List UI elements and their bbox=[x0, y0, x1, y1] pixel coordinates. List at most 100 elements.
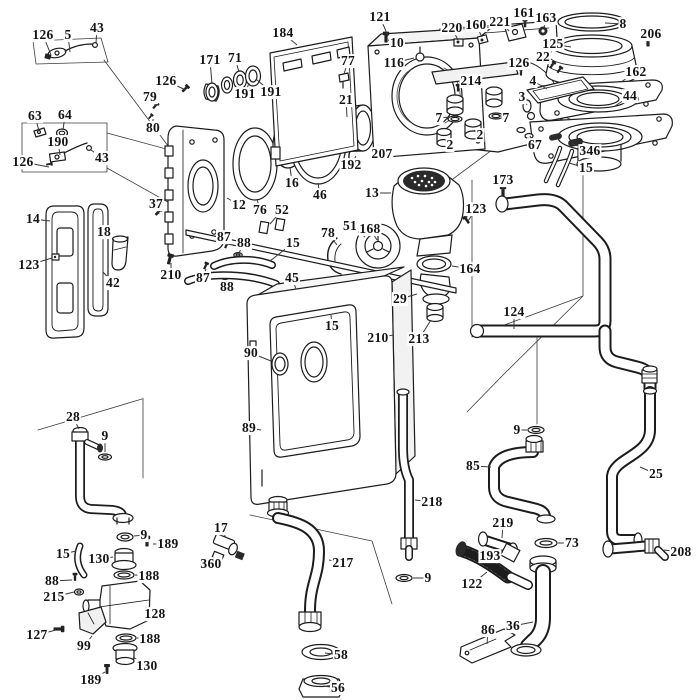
part-callout-15: 15 bbox=[323, 318, 341, 334]
part-callout-163: 163 bbox=[534, 10, 558, 26]
part-callout-126: 126 bbox=[154, 73, 178, 89]
part-callout-10: 10 bbox=[388, 35, 406, 51]
fan-blower bbox=[327, 167, 472, 340]
part-callout-171: 171 bbox=[198, 52, 222, 68]
part-callout-126: 126 bbox=[507, 55, 531, 71]
part-callout-213: 213 bbox=[407, 331, 431, 347]
part-callout-9: 9 bbox=[100, 428, 110, 444]
part-callout-71: 71 bbox=[226, 50, 244, 66]
part-callout-221: 221 bbox=[488, 14, 512, 30]
part-callout-15: 15 bbox=[577, 160, 595, 176]
part-callout-79: 79 bbox=[141, 89, 159, 105]
part-callout-188: 188 bbox=[137, 568, 161, 584]
part-callout-56: 56 bbox=[329, 680, 347, 696]
part-callout-122: 122 bbox=[460, 576, 484, 592]
part-callout-162: 162 bbox=[624, 64, 648, 80]
part-callout-346: 346 bbox=[578, 143, 602, 159]
part-callout-217: 217 bbox=[331, 555, 355, 571]
part-callout-90: 90 bbox=[242, 345, 260, 361]
part-callout-63: 63 bbox=[26, 108, 44, 124]
part-callout-52: 52 bbox=[273, 202, 291, 218]
part-callout-123: 123 bbox=[17, 257, 41, 273]
part-callout-37: 37 bbox=[147, 196, 165, 212]
part-callout-42: 42 bbox=[104, 275, 122, 291]
part-callout-15: 15 bbox=[54, 546, 72, 562]
access-door bbox=[45, 203, 129, 339]
part-callout-124: 124 bbox=[502, 304, 526, 320]
inlet-pipe-valve bbox=[52, 426, 151, 675]
part-callout-210: 210 bbox=[159, 267, 183, 283]
part-callout-99: 99 bbox=[75, 638, 93, 654]
part-callout-36: 36 bbox=[504, 618, 522, 634]
part-callout-3: 3 bbox=[517, 89, 527, 105]
mounting-plate bbox=[153, 125, 243, 281]
part-callout-192: 192 bbox=[339, 157, 363, 173]
part-callout-193: 193 bbox=[478, 548, 502, 564]
part-callout-25: 25 bbox=[647, 466, 665, 482]
part-callout-89: 89 bbox=[240, 420, 258, 436]
part-callout-210: 210 bbox=[366, 330, 390, 346]
part-callout-21: 21 bbox=[337, 92, 355, 108]
part-callout-44: 44 bbox=[621, 88, 639, 104]
part-callout-214: 214 bbox=[459, 73, 483, 89]
part-callout-126: 126 bbox=[11, 154, 35, 170]
part-callout-130: 130 bbox=[87, 551, 111, 567]
part-callout-191: 191 bbox=[233, 86, 257, 102]
part-callout-160: 160 bbox=[464, 17, 488, 33]
part-callout-9: 9 bbox=[423, 570, 433, 586]
part-callout-22: 22 bbox=[534, 49, 552, 65]
sensor-assembly bbox=[211, 533, 245, 562]
part-callout-191: 191 bbox=[259, 84, 283, 100]
part-callout-8: 8 bbox=[618, 16, 628, 32]
part-callout-67: 67 bbox=[526, 137, 544, 153]
side-plate bbox=[269, 36, 359, 167]
part-callout-4: 4 bbox=[528, 73, 538, 89]
part-callout-58: 58 bbox=[332, 647, 350, 663]
part-callout-2: 2 bbox=[445, 137, 455, 153]
part-callout-17: 17 bbox=[212, 520, 230, 536]
trap-pipe bbox=[488, 434, 556, 524]
flue-outlet-pipes bbox=[469, 193, 669, 561]
part-callout-208: 208 bbox=[669, 544, 693, 560]
part-callout-51: 51 bbox=[341, 218, 359, 234]
part-callout-220: 220 bbox=[440, 20, 464, 36]
part-callout-7: 7 bbox=[501, 110, 511, 126]
part-callout-77: 77 bbox=[339, 53, 357, 69]
drain-assembly bbox=[455, 531, 558, 664]
part-callout-127: 127 bbox=[25, 627, 49, 643]
part-callout-207: 207 bbox=[370, 146, 394, 162]
part-callout-121: 121 bbox=[368, 9, 392, 25]
part-callout-218: 218 bbox=[420, 494, 444, 510]
part-callout-161: 161 bbox=[512, 5, 536, 21]
part-callout-29: 29 bbox=[391, 291, 409, 307]
part-callout-43: 43 bbox=[88, 20, 106, 36]
part-callout-86: 86 bbox=[479, 622, 497, 638]
part-callout-9: 9 bbox=[139, 527, 149, 543]
dip-tube-pipe bbox=[395, 388, 418, 583]
part-callout-2: 2 bbox=[475, 127, 485, 143]
part-callout-5: 5 bbox=[63, 27, 73, 43]
part-callout-168: 168 bbox=[358, 221, 382, 237]
part-callout-43: 43 bbox=[93, 150, 111, 166]
part-callout-130: 130 bbox=[135, 658, 159, 674]
part-callout-88: 88 bbox=[43, 573, 61, 589]
part-callout-16: 16 bbox=[283, 175, 301, 191]
part-callout-128: 128 bbox=[143, 606, 167, 622]
part-callout-206: 206 bbox=[639, 26, 663, 42]
part-callout-189: 189 bbox=[79, 672, 103, 688]
part-callout-28: 28 bbox=[64, 409, 82, 425]
part-callout-360: 360 bbox=[199, 556, 223, 572]
part-callout-87: 87 bbox=[194, 270, 212, 286]
part-callout-9: 9 bbox=[512, 422, 522, 438]
part-callout-88: 88 bbox=[218, 279, 236, 295]
water-tank bbox=[246, 266, 416, 518]
part-callout-12: 12 bbox=[230, 197, 248, 213]
part-callout-190: 190 bbox=[46, 134, 70, 150]
part-callout-87: 87 bbox=[215, 229, 233, 245]
part-callout-164: 164 bbox=[458, 261, 482, 277]
part-callout-73: 73 bbox=[563, 535, 581, 551]
part-callout-88: 88 bbox=[235, 235, 253, 251]
part-callout-7: 7 bbox=[434, 110, 444, 126]
outlet-pipe bbox=[272, 512, 344, 698]
